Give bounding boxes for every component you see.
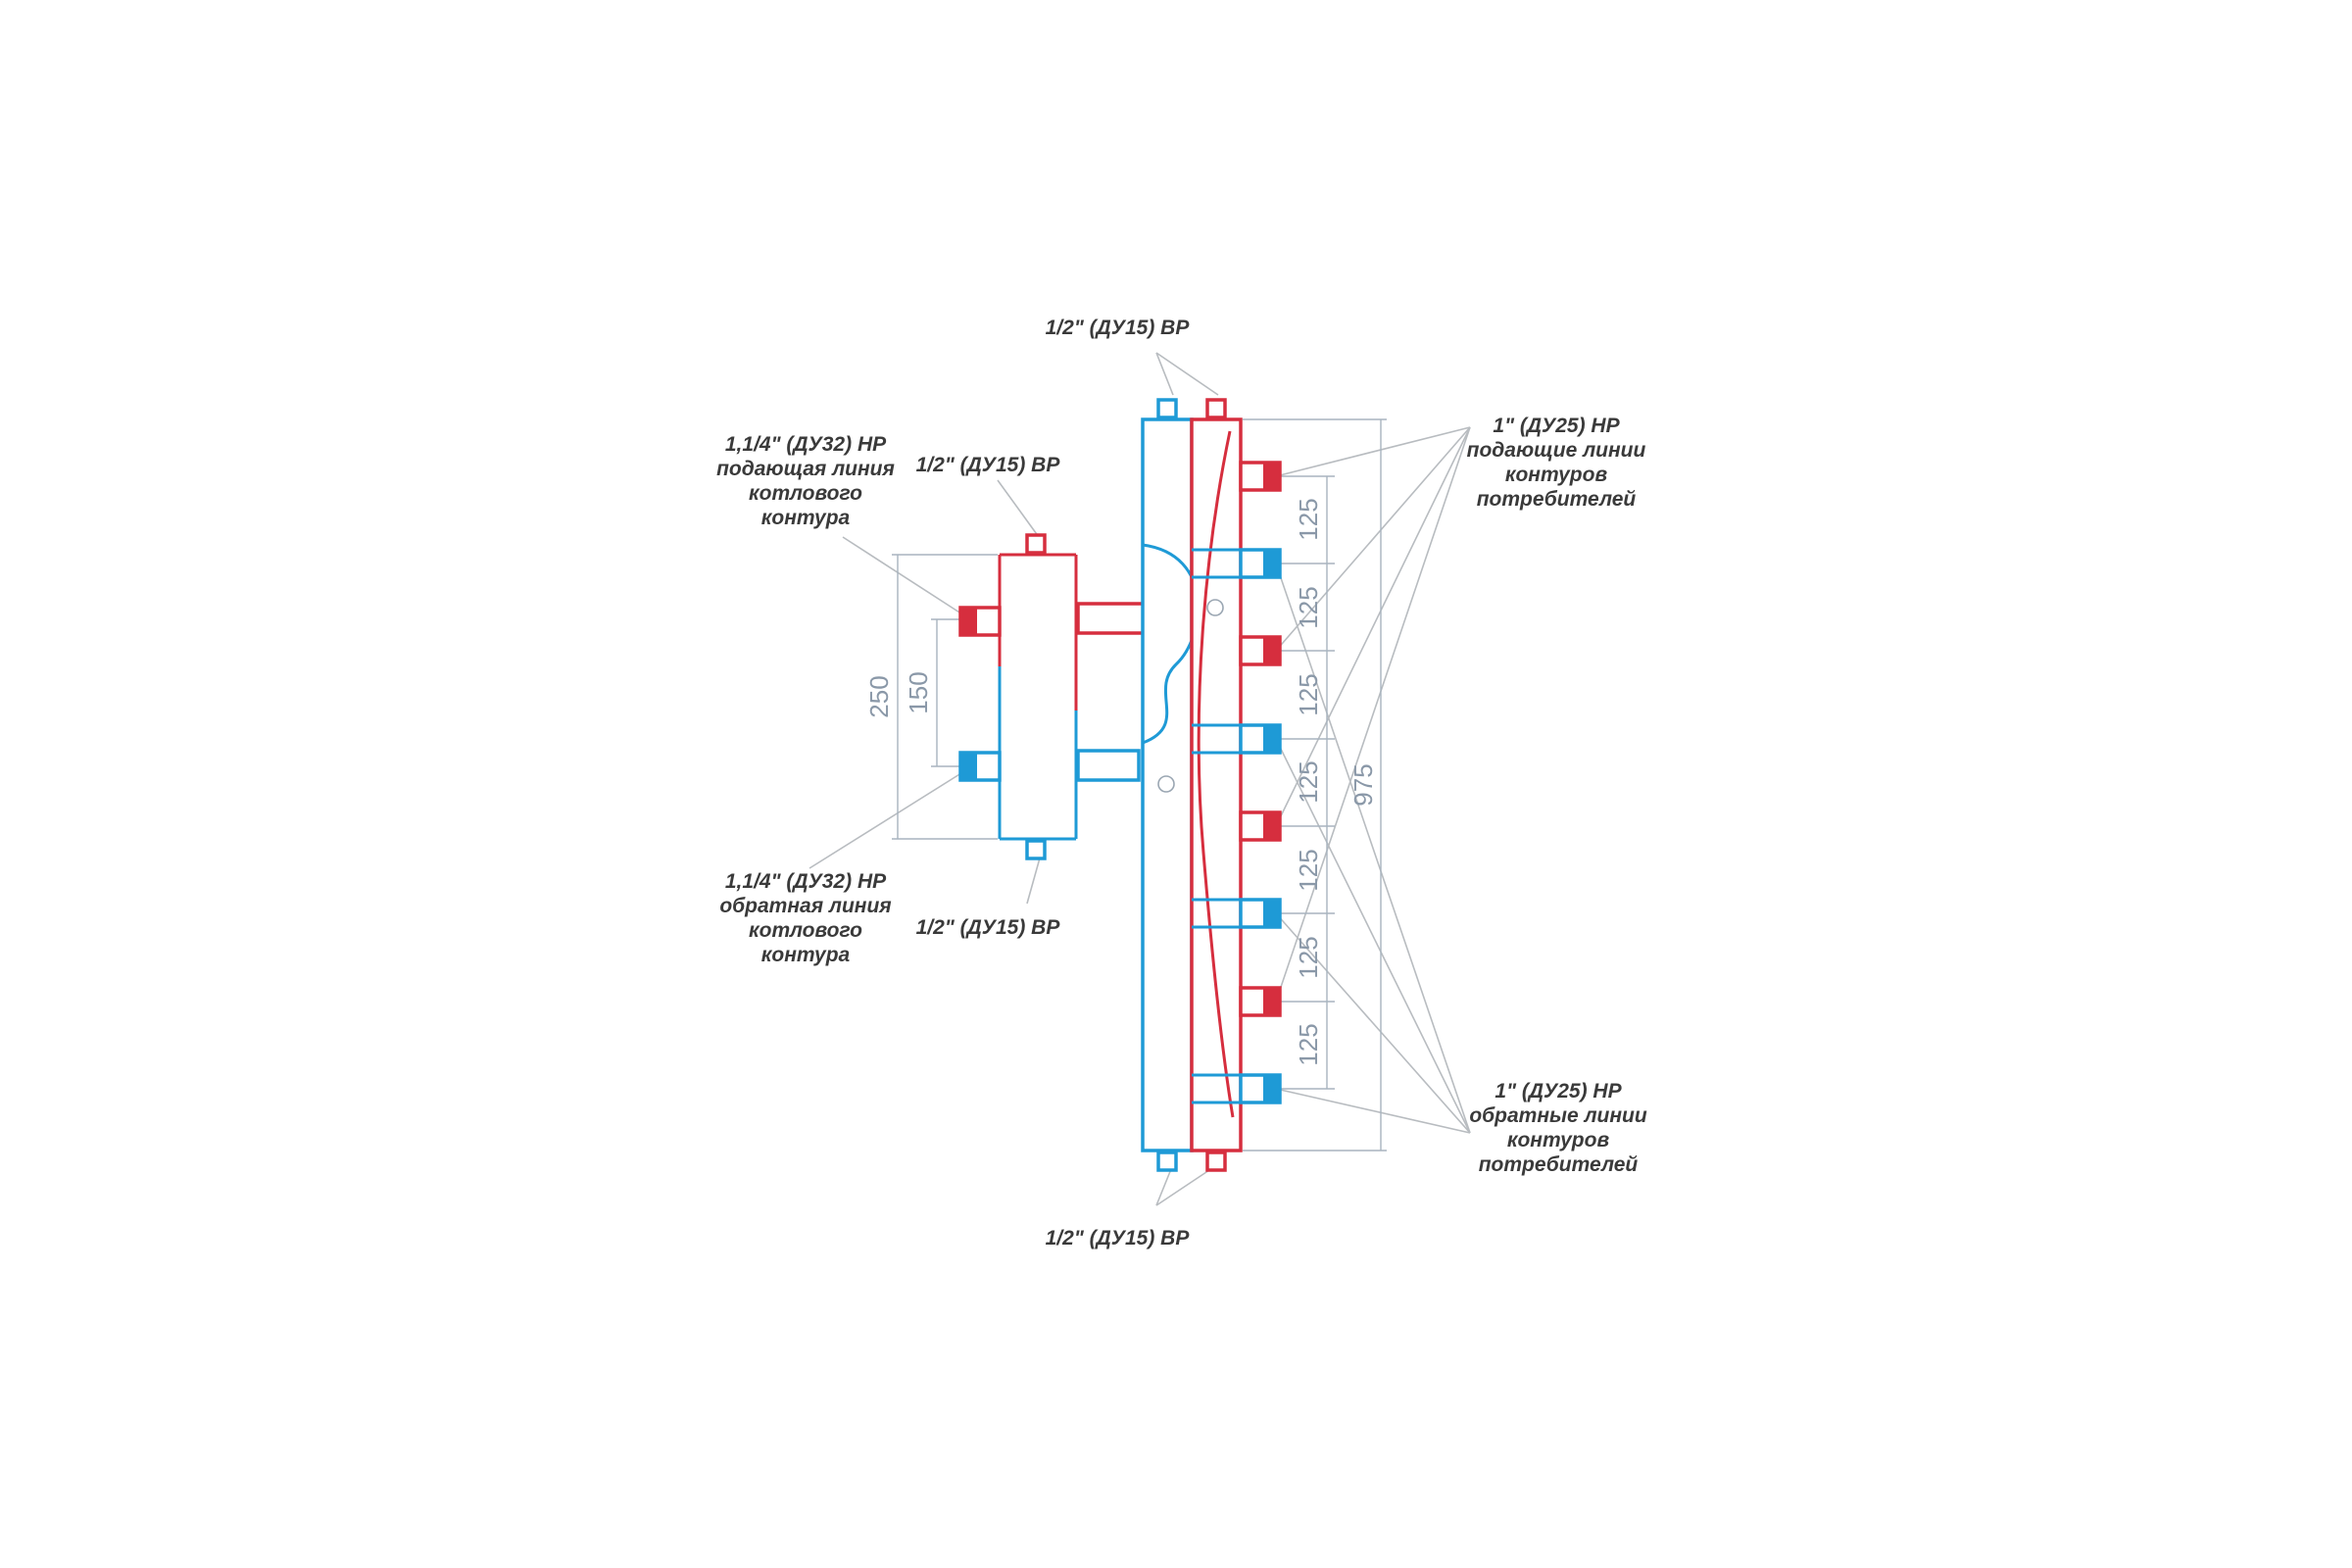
- manifold-supply-tube: [1190, 398, 1243, 1172]
- supply-tube-top-vent-port: [1205, 398, 1227, 419]
- return-tube-bottom-drain-port: [1156, 1151, 1178, 1172]
- svg-text:обратная линия: обратная линия: [719, 895, 891, 917]
- consumer-supply-outlet: [1239, 461, 1282, 492]
- consumer-return-label: 1" (ДУ25) НР обратные линии контуров пот…: [1469, 1080, 1647, 1176]
- svg-text:1,1/4" (ДУ32) НР: 1,1/4" (ДУ32) НР: [725, 433, 887, 456]
- consumer-supply-outlet: [1239, 810, 1282, 842]
- consumer-outlets: [1192, 461, 1282, 1104]
- svg-text:обратные линии: обратные линии: [1469, 1104, 1647, 1127]
- svg-text:контуров: контуров: [1507, 1129, 1610, 1152]
- consumer-return-outlet: [1192, 723, 1282, 755]
- dim-separator-total: 250: [864, 675, 894, 717]
- return-tube-top-vent-port: [1156, 398, 1178, 419]
- dim-outlet-spacing: 125: [1294, 498, 1323, 540]
- svg-text:1,1/4" (ДУ32) НР: 1,1/4" (ДУ32) НР: [725, 870, 887, 893]
- consumer-return-outlet: [1192, 548, 1282, 579]
- hydraulic-separator: [958, 533, 1078, 860]
- svg-text:1" (ДУ25) НР: 1" (ДУ25) НР: [1494, 1080, 1622, 1102]
- dim-outlet-spacing: 125: [1294, 760, 1323, 803]
- consumer-supply-label: 1" (ДУ25) НР подающие линии контуров пот…: [1467, 415, 1646, 511]
- dim-outlet-spacing: 125: [1294, 936, 1323, 978]
- consumer-supply-outlet: [1239, 986, 1282, 1017]
- svg-text:контуров: контуров: [1505, 464, 1608, 486]
- dimension-lines: [892, 418, 1387, 1152]
- svg-text:потребителей: потребителей: [1477, 488, 1637, 511]
- svg-text:подающая линия: подающая линия: [716, 458, 895, 480]
- consumer-return-outlet: [1192, 1073, 1282, 1104]
- consumer-supply-outlet: [1239, 635, 1282, 666]
- manifold-return-tube: [1141, 398, 1200, 1172]
- dim-outlet-spacing: 125: [1294, 673, 1323, 715]
- svg-text:котлового: котлового: [749, 482, 862, 505]
- supply-tube-bottom-drain-port: [1205, 1151, 1227, 1172]
- svg-text:подающие линии: подающие линии: [1467, 439, 1646, 462]
- boiler-supply-label: 1,1/4" (ДУ32) НР подающая линия котловог…: [716, 433, 895, 529]
- dimension-labels: 250 150 975 125 125 125 125 125 125 125: [864, 498, 1378, 1065]
- dim-separator-ports: 150: [904, 671, 933, 713]
- separator-bottom-drain-port: [1025, 839, 1047, 860]
- dim-outlet-spacing: 125: [1294, 586, 1323, 628]
- bottom-port-label: 1/2" (ДУ15) ВР: [1046, 1227, 1191, 1250]
- dim-outlet-spacing: 125: [1294, 849, 1323, 891]
- return-connecting-pipe: [1076, 749, 1141, 782]
- svg-text:1" (ДУ25) НР: 1" (ДУ25) НР: [1493, 415, 1620, 437]
- consumer-return-outlet: [1192, 898, 1282, 929]
- separator-top-port-label: 1/2" (ДУ15) ВР: [916, 454, 1061, 476]
- separator-bottom-port-label: 1/2" (ДУ15) ВР: [916, 916, 1061, 939]
- leader-lines: [808, 352, 1471, 1206]
- svg-text:контура: контура: [761, 507, 851, 529]
- boiler-return-label: 1,1/4" (ДУ32) НР обратная линия котловог…: [719, 870, 891, 966]
- svg-text:потребителей: потребителей: [1479, 1153, 1639, 1176]
- top-port-label: 1/2" (ДУ15) ВР: [1046, 317, 1191, 339]
- dim-outlet-spacing: 125: [1294, 1023, 1323, 1065]
- callout-labels: 1/2" (ДУ15) ВР 1/2" (ДУ15) ВР 1/2" (ДУ15…: [716, 317, 1647, 1250]
- dim-manifold-total: 975: [1348, 763, 1378, 806]
- svg-text:котлового: котлового: [749, 919, 862, 942]
- separator-top-vent-port: [1025, 533, 1047, 555]
- svg-text:контура: контура: [761, 944, 851, 966]
